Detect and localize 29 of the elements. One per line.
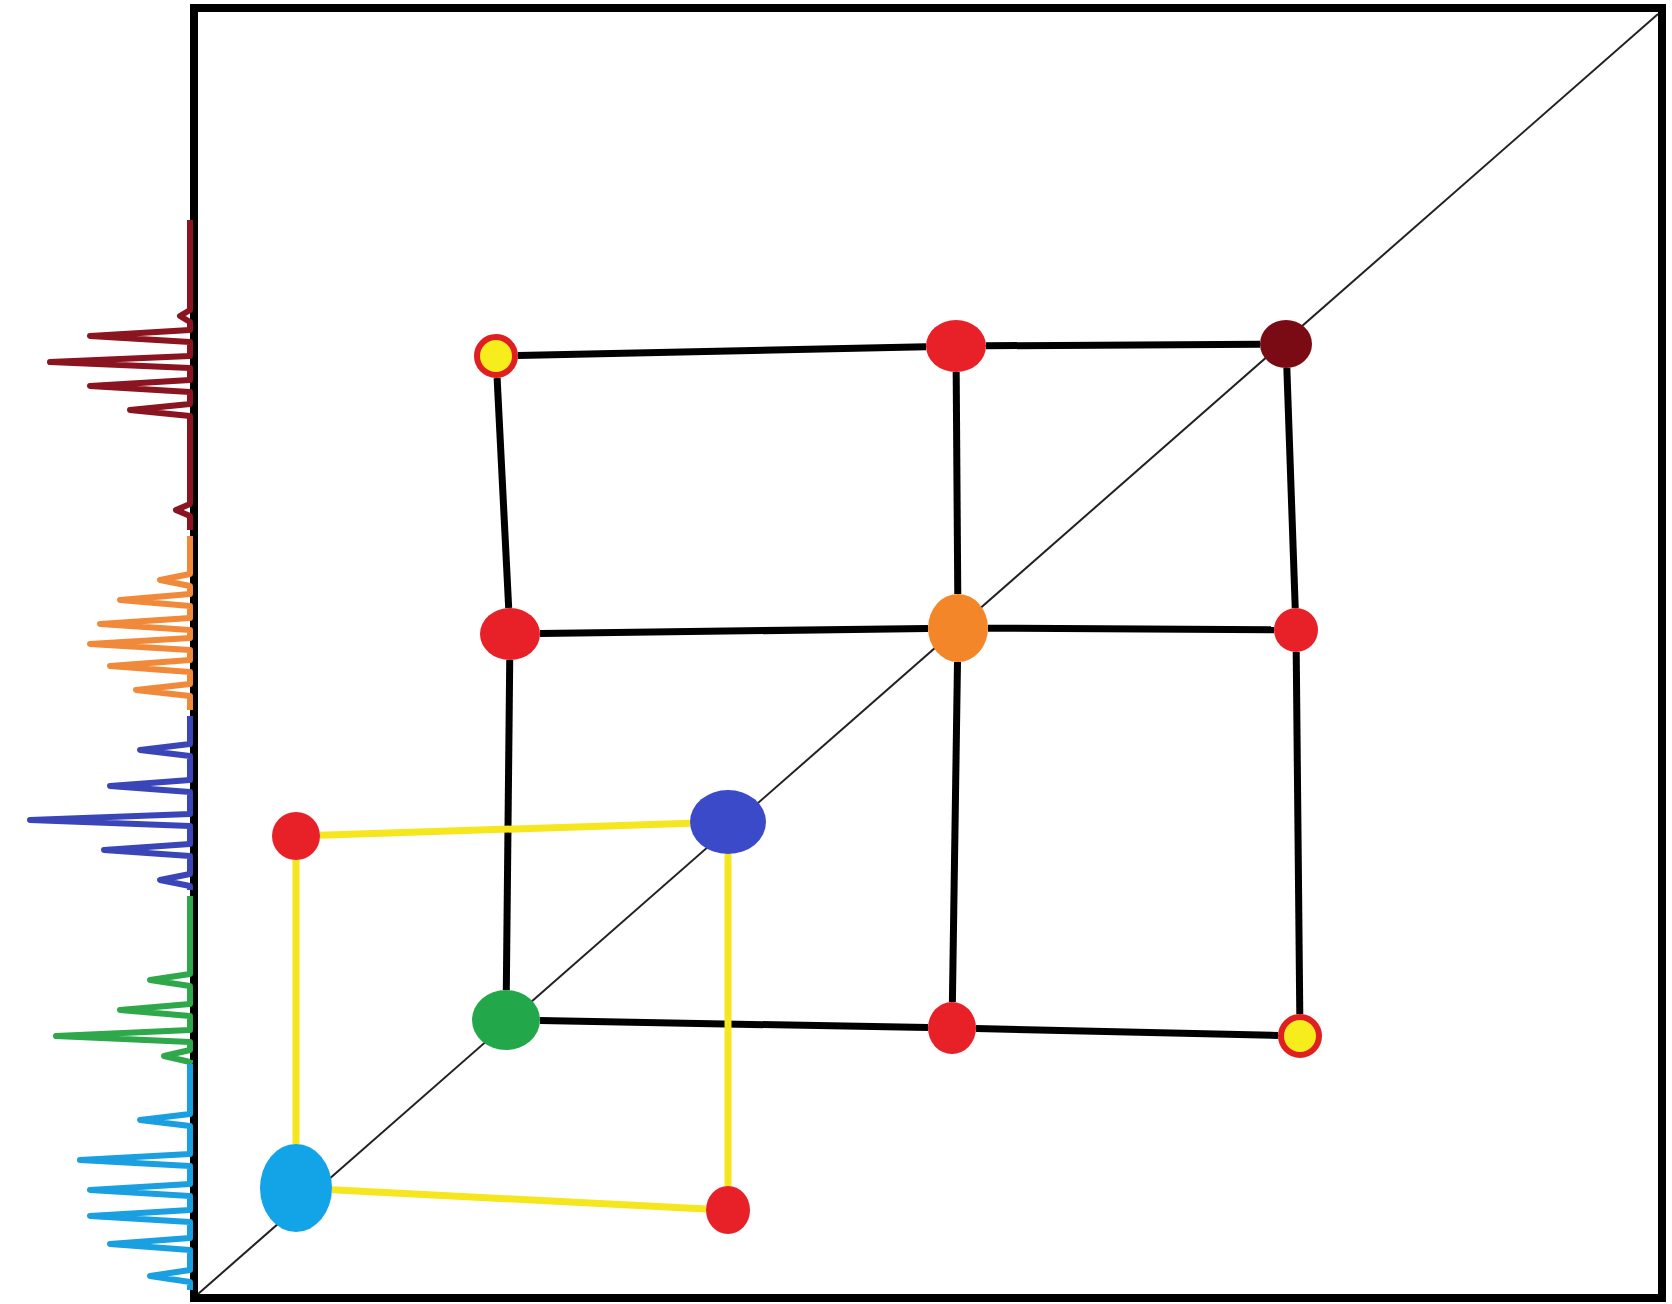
connector-line: [724, 854, 732, 1186]
connector-line: [1292, 651, 1304, 1015]
connector-line: [948, 661, 961, 1003]
connector-line: [493, 377, 513, 609]
connector-line: [952, 371, 962, 595]
connector-line: [331, 1186, 707, 1213]
peak-dot: [928, 1002, 976, 1054]
connector-line: [539, 624, 929, 638]
peak-dot: [1274, 608, 1318, 652]
connector-line: [985, 340, 1261, 350]
connector-line: [292, 860, 300, 1144]
peak-dot: [706, 1186, 750, 1234]
peak-dot: [1278, 1014, 1322, 1058]
connector-line: [539, 1017, 929, 1032]
connector-line: [517, 343, 927, 359]
connector-line: [502, 659, 514, 991]
peak-dot: [928, 594, 988, 662]
peak-dot: [480, 608, 540, 660]
peak-dot: [272, 812, 320, 860]
peak-dot: [1260, 320, 1312, 368]
connector-line: [987, 624, 1275, 634]
connector-line: [975, 1025, 1279, 1039]
peak-dot: [926, 320, 986, 372]
peak-dot: [472, 990, 540, 1050]
connector-line: [319, 819, 691, 839]
peak-dot: [690, 790, 766, 854]
peak-dot: [474, 334, 518, 378]
connector-line: [1283, 367, 1299, 609]
peak-dot: [260, 1144, 332, 1232]
